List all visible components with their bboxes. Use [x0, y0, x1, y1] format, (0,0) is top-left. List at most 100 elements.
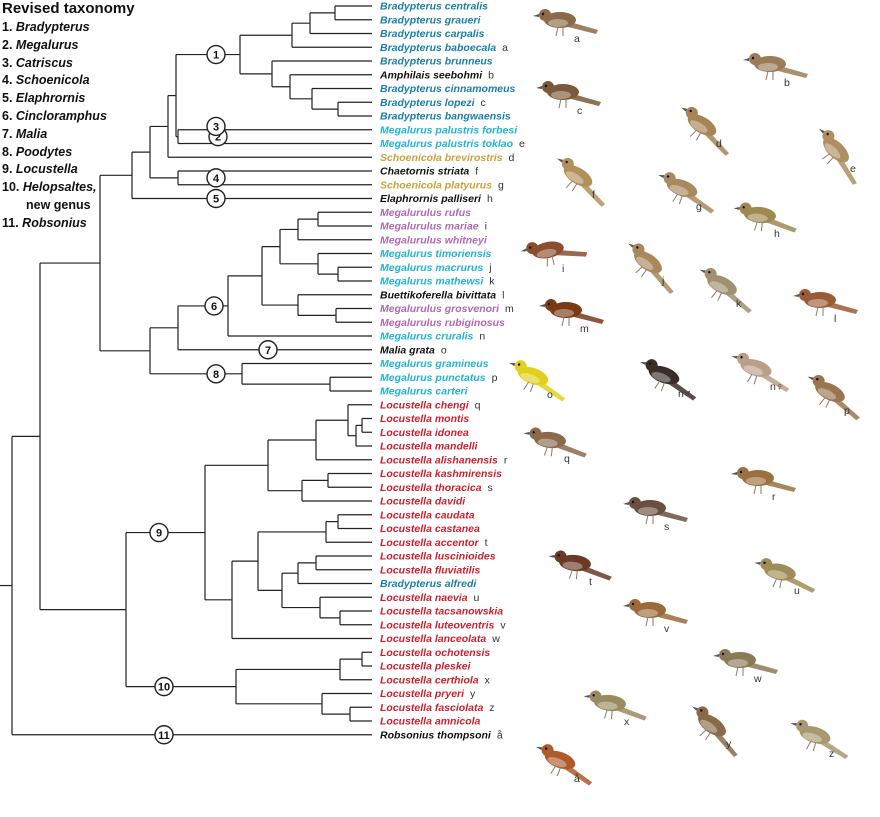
illustration-key-letter: n	[479, 331, 485, 343]
bird-illustration	[713, 649, 778, 677]
illustration-key-letter: a	[502, 42, 508, 54]
legend-item: 7. Malia	[2, 126, 172, 144]
illustration-letter: e	[850, 163, 856, 175]
legend-item-genus: Poodytes	[15, 144, 73, 159]
taxon-label: Megalurus palustris toklao	[380, 138, 514, 150]
illustration-letter: b	[784, 77, 790, 89]
taxon-label: Megalurulus rufus	[380, 207, 471, 219]
taxon-label: Locustella certhiola	[380, 674, 479, 686]
legend-item: 1. Bradypterus	[2, 19, 172, 37]
legend-item-genus: Malia	[15, 126, 48, 141]
legend-item-genus: Catriscus	[15, 55, 73, 70]
clade-marker-circle	[206, 364, 226, 384]
bird-illustration	[731, 352, 790, 393]
legend-item: 6. Cincloramphus	[2, 108, 172, 126]
clade-number: 7	[265, 345, 271, 357]
illustration-key-letter: v	[500, 619, 506, 631]
taxon-label: Locustella accentor	[380, 537, 480, 549]
taxon-label: Megalurus mathewsi	[380, 276, 484, 288]
illustration-letter: s	[664, 521, 669, 533]
legend-item-genus: Robsonius	[22, 215, 87, 230]
clade-number: 11	[158, 730, 170, 742]
clade-number: 2	[215, 132, 221, 144]
taxon-label: Locustella lanceolata	[380, 633, 486, 645]
bird-illustration	[790, 719, 849, 760]
bird-illustration	[520, 241, 588, 267]
taxon-label: Megalurus timoriensis	[380, 248, 492, 260]
taxon-label: Bradypterus baboecala	[380, 42, 496, 54]
legend-item: 2. Megalurus	[2, 37, 172, 55]
legend-item: 5. Elaphrornis	[2, 90, 172, 108]
taxon-label: Megalurulus mariae	[380, 221, 479, 233]
bird-illustration	[557, 157, 606, 207]
illustration-letter: r	[772, 491, 776, 503]
clade-number: 9	[156, 528, 162, 540]
clade-number: 10	[158, 682, 170, 694]
taxon-label: Locustella castanea	[380, 523, 480, 535]
taxon-label: Megalurus punctatus	[380, 372, 486, 384]
bird-illustration	[754, 558, 816, 593]
illustration-letter: a	[574, 33, 580, 45]
legend-item-number: 10.	[2, 180, 23, 195]
taxon-label: Megalurus gramineus	[380, 358, 489, 370]
taxon-label: Schoenicola brevirostris	[380, 152, 503, 164]
bird-illustration	[691, 706, 738, 757]
legend-item-genus: Bradypterus	[15, 20, 90, 34]
taxon-label: Bradypterus lopezi	[380, 97, 476, 109]
taxon-label: Bradypterus alfredi	[380, 578, 477, 590]
bird-illustration	[627, 243, 674, 294]
legend-item-genus: Locustella	[15, 162, 78, 177]
illustration-key-letter: m	[505, 303, 514, 315]
bird-illustration	[623, 599, 688, 627]
illustration-letter: q	[564, 453, 570, 465]
taxon-label: Locustella luteoventris	[380, 619, 495, 631]
legend-item-genus: Cincloramphus	[15, 108, 107, 123]
taxon-label: Locustella chengi	[380, 399, 470, 411]
taxon-label: Bradypterus brunneus	[380, 56, 493, 68]
taxon-label: Locustella fasciolata	[380, 702, 483, 714]
bird-illustration	[793, 289, 858, 317]
legend-title: Revised taxonomy	[2, 0, 135, 17]
illustration-key-letter: o	[441, 344, 447, 356]
illustration-key-letter: å	[497, 729, 503, 741]
tree-branches	[0, 5, 372, 736]
bird-illustration	[536, 81, 601, 109]
bird-illustration	[536, 744, 593, 786]
taxon-label: Megalurus macrurus	[380, 262, 483, 274]
taxon-label: Megalurus cruralis	[380, 331, 474, 343]
illustration-letter: t	[589, 576, 592, 588]
illustration-key-letter: c	[481, 97, 486, 109]
illustration-letter: n♀	[770, 381, 784, 393]
taxon-label: Elaphrornis palliseri	[380, 193, 482, 205]
taxon-label: Buettikoferella bivittata	[380, 289, 496, 301]
illustration-key-letter: j	[488, 262, 491, 274]
illustration-letter: c	[577, 105, 582, 117]
taxon-label: Megalurulus grosvenori	[380, 303, 500, 315]
bird-illustration	[523, 427, 587, 458]
illustration-key-letter: p	[492, 372, 498, 384]
illustration-letter: d	[716, 138, 722, 150]
taxon-label: Locustella luscinioides	[380, 551, 496, 563]
illustration-key-letter: s	[488, 482, 493, 494]
legend-item-number: 7.	[2, 126, 16, 141]
taxon-label: Amphilais seebohmi	[379, 69, 483, 81]
illustration-letter: y	[726, 738, 732, 750]
clade-marker-circle	[206, 116, 226, 137]
legend-item-genus: Megalurus	[15, 37, 79, 52]
illustration-letter: g	[696, 201, 702, 213]
legend-item: 10. Helopsaltes,	[2, 179, 172, 197]
legend-item-genus: Schoenicola	[15, 73, 90, 88]
legend-item-number: 1.	[2, 20, 16, 34]
clade-marker-circle	[149, 522, 169, 543]
bird-illustration	[743, 53, 808, 81]
taxon-label: Megalurulus whitneyi	[380, 234, 488, 246]
taxon-label: Locustella davidi	[380, 496, 466, 508]
taxon-label: Locustella caudata	[380, 509, 475, 521]
illustration-letter: h	[774, 228, 780, 240]
illustration-key-letter: x	[485, 674, 491, 686]
